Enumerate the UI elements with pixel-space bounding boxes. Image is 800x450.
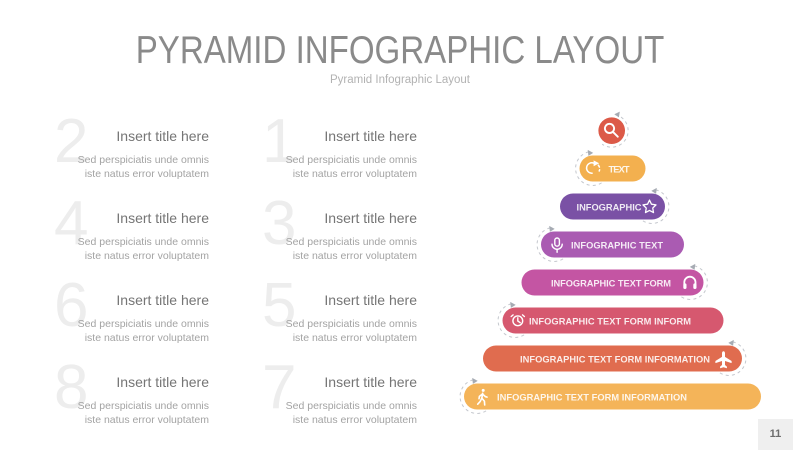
svg-text:INFOGRAPHIC TEXT FORM: INFOGRAPHIC TEXT FORM — [551, 278, 671, 288]
svg-text:INFOGRAPHIC TEXT FORM INFORM: INFOGRAPHIC TEXT FORM INFORM — [529, 316, 691, 326]
svg-text:INFOGRAPHIC TEXT FORM INFORMAT: INFOGRAPHIC TEXT FORM INFORMATION — [497, 392, 687, 402]
svg-text:TEXT: TEXT — [609, 164, 630, 174]
svg-text:INFOGRAPHIC: INFOGRAPHIC — [577, 202, 642, 212]
svg-text:INFOGRAPHIC TEXT FORM INFORMAT: INFOGRAPHIC TEXT FORM INFORMATION — [520, 354, 710, 364]
svg-text:INFOGRAPHIC TEXT: INFOGRAPHIC TEXT — [571, 240, 663, 250]
